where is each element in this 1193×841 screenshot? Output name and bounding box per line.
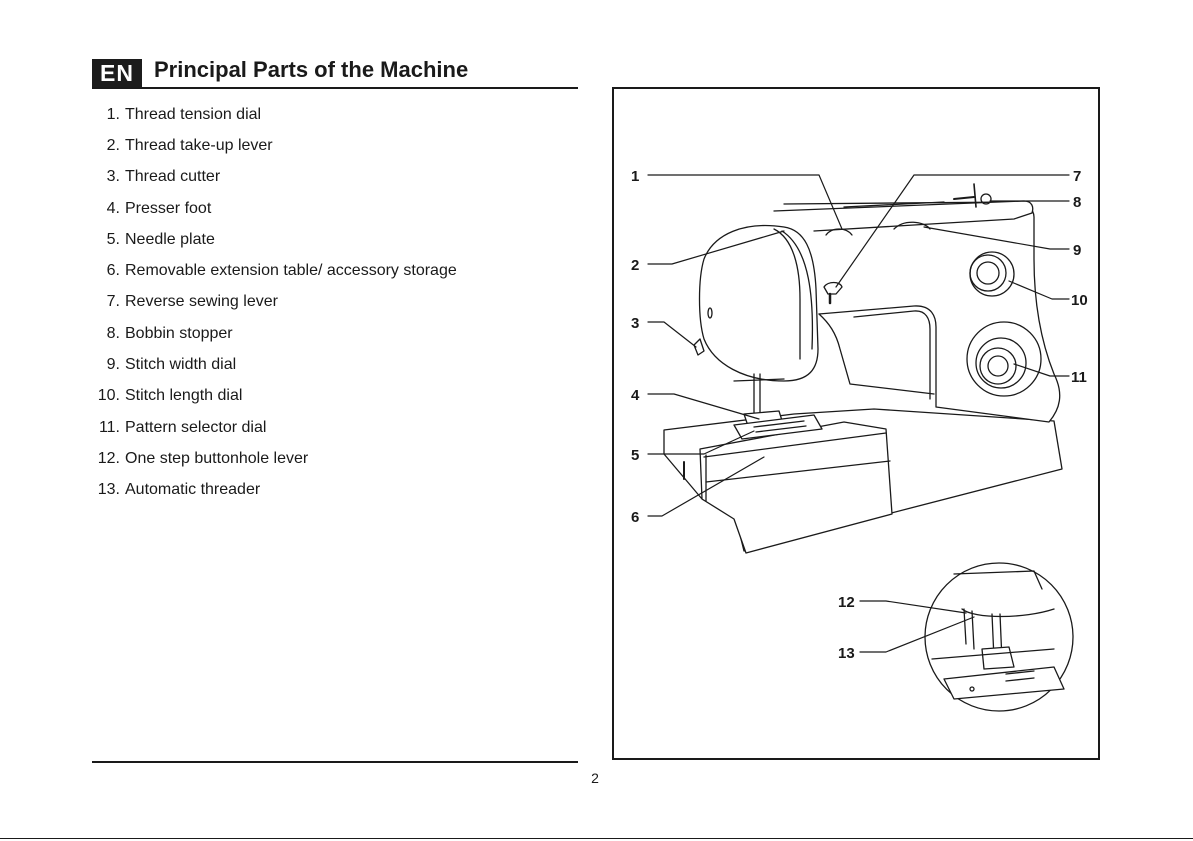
item-number: 10. xyxy=(97,387,120,405)
list-item: 6. Removable extension table/ accessory s… xyxy=(80,255,580,286)
list-item: 2. Thread take-up lever xyxy=(80,130,580,161)
sewing-machine-diagram: 1 2 3 4 5 6 7 8 9 10 11 12 13 xyxy=(631,168,1088,712)
list-item: 9. Stitch width dial xyxy=(80,349,580,380)
item-label: Presser foot xyxy=(125,199,212,217)
item-number: 6. xyxy=(106,262,120,280)
item-label: Thread tension dial xyxy=(125,105,262,123)
list-item: 13. Automatic threader xyxy=(80,475,580,506)
item-number: 8. xyxy=(106,324,120,342)
leader-9 xyxy=(923,226,1070,250)
callout-5: 5 xyxy=(631,447,639,464)
item-number: 9. xyxy=(106,356,120,374)
leader-10 xyxy=(1008,280,1070,300)
callout-7: 7 xyxy=(1073,168,1081,185)
list-item: 4. Presser foot xyxy=(80,193,580,224)
leader-13 xyxy=(859,616,975,653)
item-label: Stitch width dial xyxy=(125,356,237,374)
item-label: Bobbin stopper xyxy=(125,324,233,342)
leader-11 xyxy=(1013,363,1070,377)
item-label: Thread take-up lever xyxy=(125,136,273,154)
callout-9: 9 xyxy=(1073,242,1081,259)
list-item: 1. Thread tension dial xyxy=(80,99,580,130)
item-label: Thread cutter xyxy=(125,168,221,186)
list-item: 10. Stitch length dial xyxy=(80,381,580,412)
page-number: 2 xyxy=(591,770,599,786)
page-bottom-divider xyxy=(0,838,1193,839)
footer-divider xyxy=(92,761,578,763)
item-label: Reverse sewing lever xyxy=(125,293,278,311)
language-badge: EN xyxy=(92,59,142,87)
item-label: Removable extension table/ accessory sto… xyxy=(125,262,457,280)
leader-1 xyxy=(647,174,843,230)
item-number: 2. xyxy=(106,136,120,154)
callout-1: 1 xyxy=(631,168,639,185)
header-divider xyxy=(92,87,578,89)
leader-4 xyxy=(647,393,760,420)
item-number: 5. xyxy=(106,230,120,248)
item-label: Stitch length dial xyxy=(125,387,243,405)
list-item: 8. Bobbin stopper xyxy=(80,318,580,349)
parts-list: 1. Thread tension dial 2. Thread take-up l… xyxy=(80,99,580,506)
item-label: One step buttonhole lever xyxy=(125,449,309,467)
callout-8: 8 xyxy=(1073,194,1081,211)
sewing-machine-illustration xyxy=(663,183,1063,554)
callout-13: 13 xyxy=(838,645,855,662)
item-number: 4. xyxy=(106,199,120,217)
item-number: 1. xyxy=(106,105,120,123)
list-item: 3. Thread cutter xyxy=(80,162,580,193)
item-number: 7. xyxy=(106,293,120,311)
callout-6: 6 xyxy=(631,509,639,526)
list-item: 11. Pattern selector dial xyxy=(80,412,580,443)
item-number: 3. xyxy=(106,168,120,186)
callout-12: 12 xyxy=(838,594,855,611)
machine-diagram-frame: 1 2 3 4 5 6 7 8 9 10 11 12 13 xyxy=(612,87,1100,760)
item-number: 13. xyxy=(97,481,120,499)
leader-2 xyxy=(647,230,785,265)
leader-7 xyxy=(835,174,1070,288)
callout-3: 3 xyxy=(631,315,639,332)
item-number: 12. xyxy=(97,449,120,467)
item-number: 11. xyxy=(98,418,120,436)
callout-11: 11 xyxy=(1071,369,1087,386)
list-item: 5. Needle plate xyxy=(80,224,580,255)
list-item: 7. Reverse sewing lever xyxy=(80,287,580,318)
leader-6 xyxy=(647,456,765,517)
page-title: Principal Parts of the Machine xyxy=(154,57,469,82)
needle-area-inset xyxy=(924,562,1074,712)
callout-2: 2 xyxy=(631,257,639,274)
leader-12 xyxy=(859,600,967,614)
callout-leaders xyxy=(647,174,1070,653)
item-label: Automatic threader xyxy=(125,481,261,499)
leader-5 xyxy=(647,430,755,455)
callout-4: 4 xyxy=(631,387,640,404)
leader-3 xyxy=(647,321,697,348)
callout-10: 10 xyxy=(1071,292,1088,309)
callout-labels: 1 2 3 4 5 6 7 8 9 10 11 12 13 xyxy=(631,168,1088,662)
item-label: Needle plate xyxy=(125,230,215,248)
page-header: EN Principal Parts of the Machine xyxy=(92,57,578,89)
list-item: 12. One step buttonhole lever xyxy=(80,443,580,474)
item-label: Pattern selector dial xyxy=(125,418,267,436)
